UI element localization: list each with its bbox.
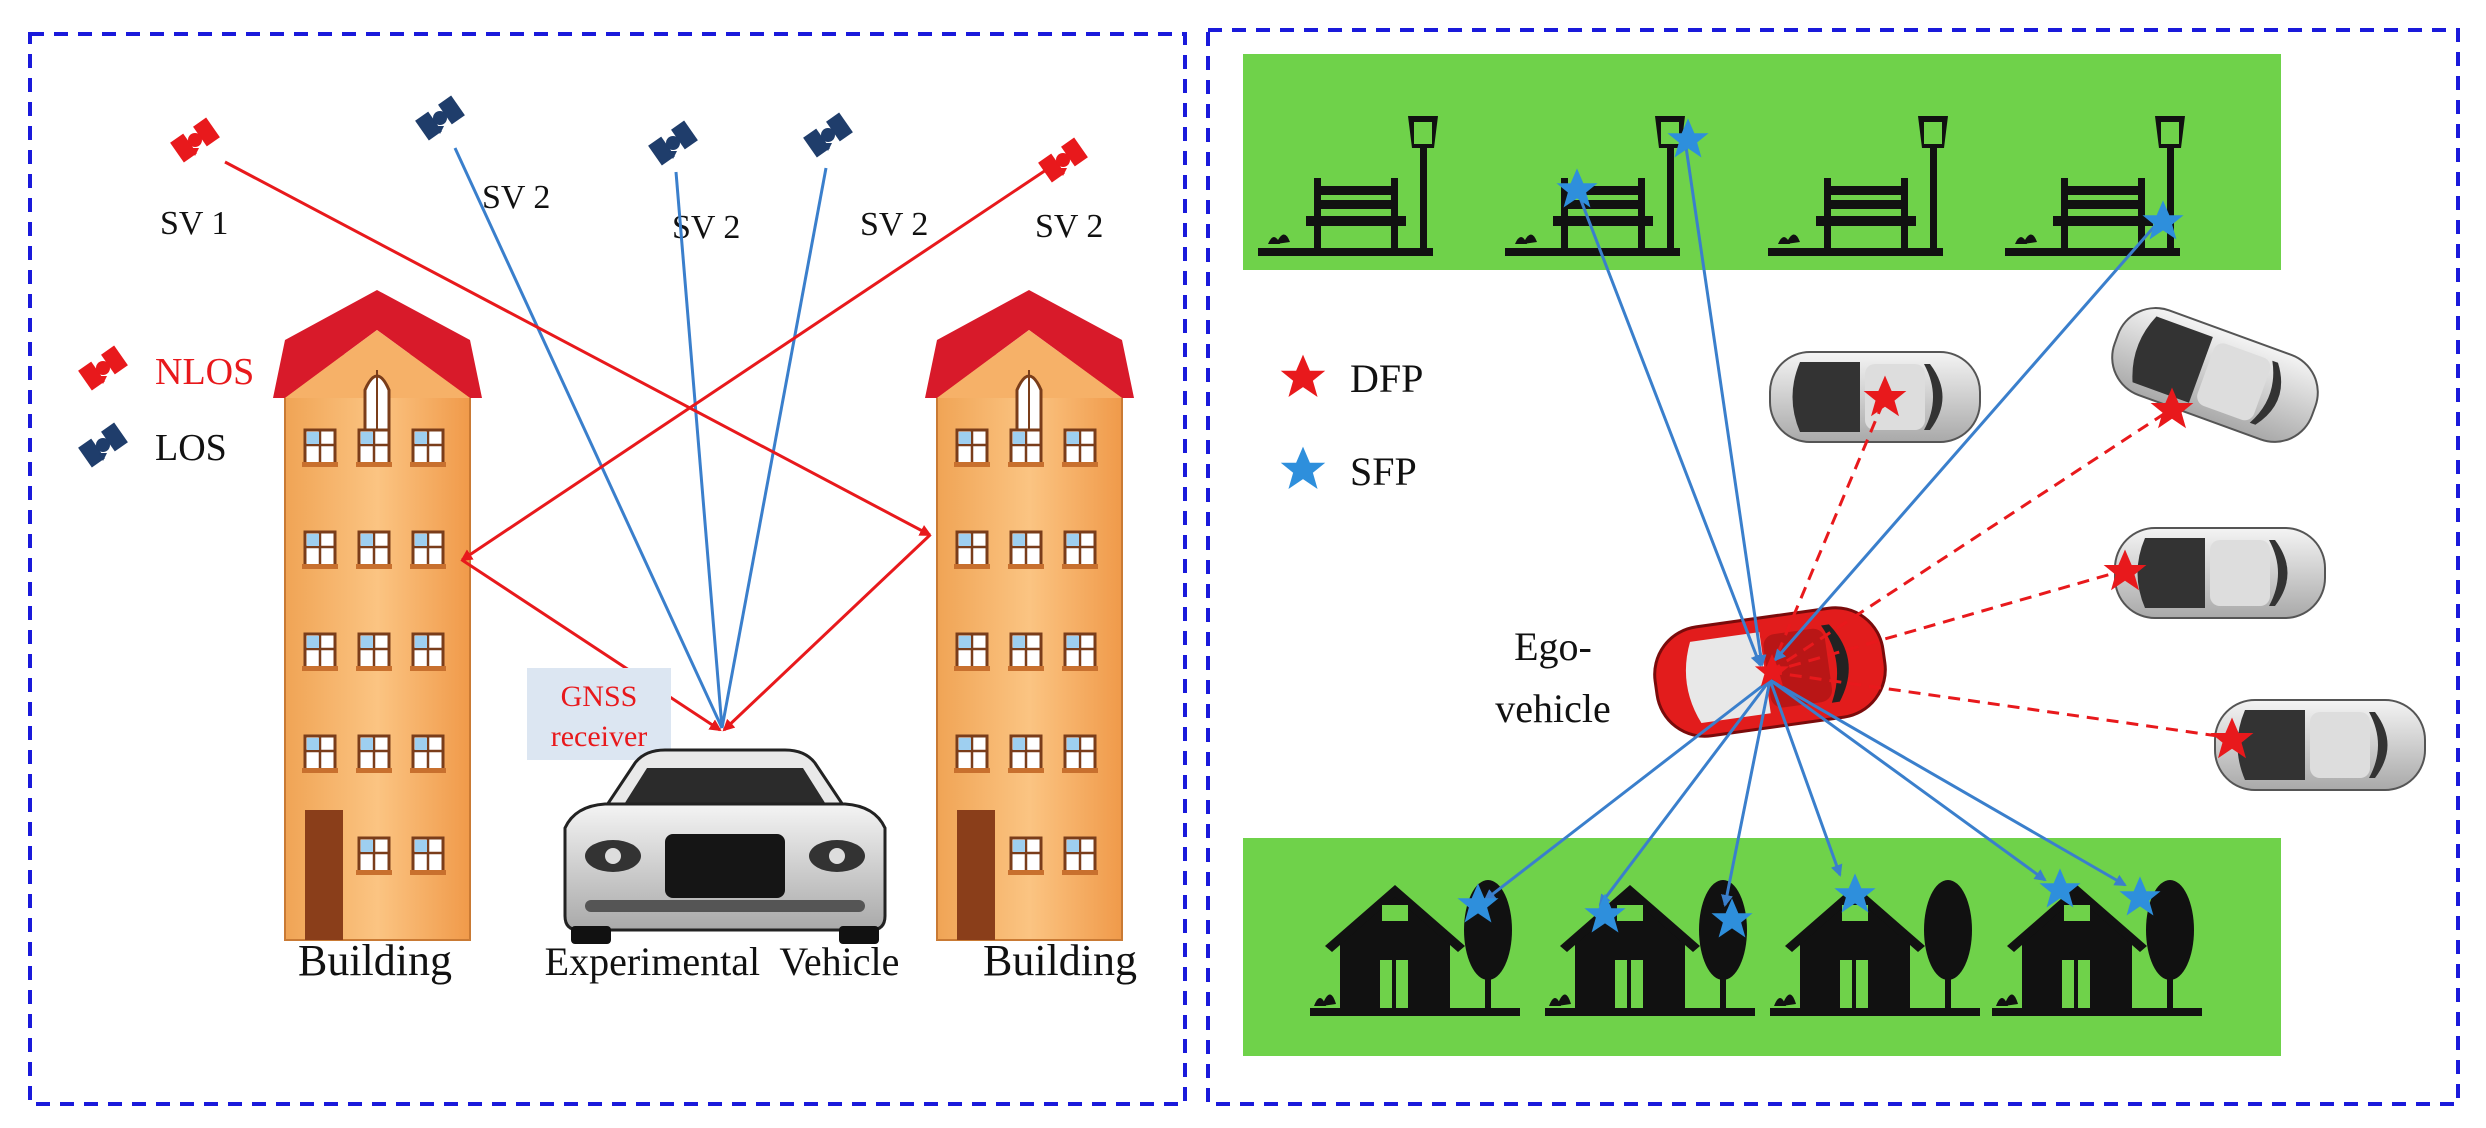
gnss-receiver-box bbox=[527, 668, 671, 760]
los-signal-lines bbox=[453, 147, 828, 729]
satellite-icon bbox=[415, 95, 465, 141]
sv2-label: SV 2 bbox=[482, 179, 550, 216]
star-icon bbox=[1280, 446, 1326, 489]
park-strip bbox=[1243, 54, 2281, 270]
ego-vehicle-label: Ego- bbox=[1514, 624, 1592, 669]
building-right-label: Building bbox=[983, 936, 1137, 985]
star-icon bbox=[1280, 354, 1326, 397]
satellite-icon bbox=[1038, 137, 1088, 183]
sv2-label: SV 2 bbox=[1035, 208, 1103, 245]
sv1-label: SV 1 bbox=[160, 205, 228, 242]
nlos-legend-label: NLOS bbox=[155, 351, 254, 393]
gnss-receiver-label: receiver bbox=[551, 720, 648, 753]
dfp-lines bbox=[1768, 397, 2233, 740]
car-icon bbox=[2214, 699, 2426, 791]
sfp-legend-label: SFP bbox=[1350, 449, 1417, 494]
sv2-label: SV 2 bbox=[672, 209, 740, 246]
dfp-legend-label: DFP bbox=[1350, 356, 1423, 401]
satellite-icon bbox=[170, 117, 220, 163]
right-panel-frame bbox=[1206, 28, 2460, 1106]
nlos-signal-lines bbox=[224, 160, 1047, 732]
satellite-icon bbox=[648, 120, 698, 166]
car-icon bbox=[2099, 295, 2331, 455]
satellite-icon bbox=[803, 112, 853, 158]
sfp-lines bbox=[1483, 139, 2162, 907]
experimental-vehicle-label: Experimental Vehicle bbox=[545, 939, 900, 984]
building-icon bbox=[923, 288, 1136, 942]
gnss-receiver-label: GNSS bbox=[561, 680, 638, 713]
satellite-icon bbox=[78, 345, 128, 391]
building-left-label: Building bbox=[298, 936, 452, 985]
satellite-icon bbox=[78, 422, 128, 468]
building-icon bbox=[271, 288, 484, 942]
ego-vehicle-label: vehicle bbox=[1495, 686, 1611, 731]
los-legend-label: LOS bbox=[155, 427, 227, 469]
sv2-label: SV 2 bbox=[860, 206, 928, 243]
left-panel-frame bbox=[28, 32, 1187, 1106]
car-icon bbox=[2114, 527, 2326, 619]
car-icon bbox=[563, 748, 887, 944]
